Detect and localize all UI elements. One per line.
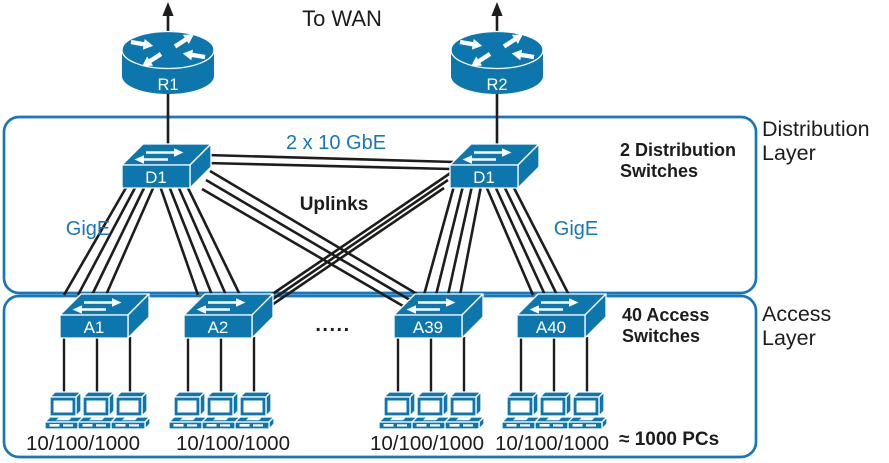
uplink-d1right-a39 [422, 185, 483, 296]
svg-text:10/100/1000: 10/100/1000 [176, 432, 290, 455]
distribution-trunk-links [205, 153, 456, 171]
access-switch-a1-label: A1 [84, 318, 105, 337]
trunk-speed-label: 2 x 10 GbE [286, 132, 386, 154]
pc-group-a2 [168, 391, 275, 430]
access-layer-label: Access Layer [762, 302, 831, 350]
svg-text:Switches: Switches [622, 326, 700, 346]
router-r2-label: R2 [486, 76, 507, 94]
svg-text:10/100/1000: 10/100/1000 [370, 432, 484, 455]
pc-group-a39 [378, 391, 485, 430]
uplinks-label: Uplinks [300, 194, 369, 215]
pc-icon [567, 391, 608, 430]
uplink-d1left-a1 [62, 185, 156, 296]
pc-group-a40 [501, 391, 608, 430]
svg-text:Switches: Switches [620, 161, 698, 181]
dist-switch-d1-right-label: D1 [473, 168, 495, 187]
uplink-d1right-a40 [484, 185, 571, 296]
r1-wan-arrow [162, 2, 174, 16]
distribution-note: 2 Distribution Switches [620, 140, 736, 181]
uplink-d1left-a2 [158, 185, 242, 296]
to-wan-label: To WAN [302, 6, 382, 31]
access-layer-box [2, 294, 758, 459]
uplink-d1right-a2-cross [259, 170, 453, 315]
access-switch-a2-icon [182, 292, 275, 340]
pc-group-a1 [44, 391, 151, 430]
gige-label-left: GigE [66, 218, 110, 240]
svg-text:Access: Access [762, 302, 831, 326]
pc-links [62, 337, 589, 396]
access-switch-a40-label: A40 [536, 318, 566, 337]
access-note: 40 Access Switches [622, 305, 709, 346]
access-switch-a39-label: A39 [413, 318, 443, 337]
svg-text:2 Distribution: 2 Distribution [620, 140, 736, 160]
svg-text:40 Access: 40 Access [622, 305, 709, 325]
pc-count-label: ≈ 1000 PCs [619, 429, 719, 450]
pc-icon [110, 391, 151, 430]
access-switch-a1-icon [58, 292, 151, 340]
distribution-layer-label: Distribution Layer [762, 117, 870, 165]
dist-switch-d1-left-label: D1 [145, 168, 167, 187]
pc-speed-labels: 10/100/1000 10/100/1000 10/100/1000 10/1… [26, 432, 609, 455]
svg-text:Layer: Layer [762, 326, 816, 350]
svg-text:10/100/1000: 10/100/1000 [495, 432, 609, 455]
gige-label-right: GigE [554, 218, 598, 240]
svg-text:Layer: Layer [762, 141, 816, 165]
svg-text:10/100/1000: 10/100/1000 [26, 432, 140, 455]
svg-text:Distribution: Distribution [762, 117, 870, 141]
access-switch-ellipsis: ..... [315, 314, 350, 336]
pc-icon [234, 391, 275, 430]
pc-icon [444, 391, 485, 430]
uplink-d1left-a39-cross [201, 169, 418, 308]
r2-wan-arrow [491, 2, 503, 16]
access-switch-a2-label: A2 [208, 318, 229, 337]
router-r1-label: R1 [157, 76, 178, 94]
